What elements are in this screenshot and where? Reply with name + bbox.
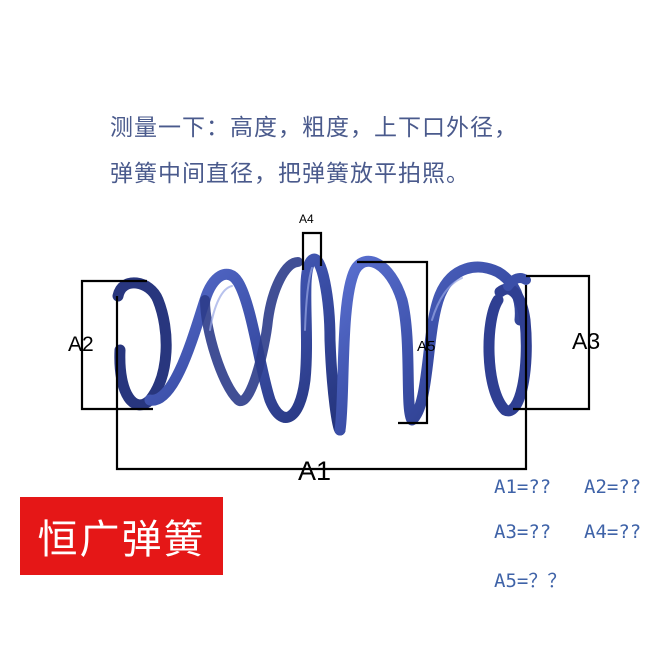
a3-dimension-line (513, 274, 591, 411)
coil-spring (112, 253, 532, 436)
a1-label: A1 (298, 456, 332, 486)
answer-a4: A4=?? (584, 521, 642, 543)
answer-a2: A2=?? (584, 476, 642, 498)
a3-label: A3 (572, 328, 601, 354)
answer-a5: A5=？？ (494, 570, 567, 592)
brand-badge: 恒广弹簧 (20, 497, 223, 575)
a1-dimension-line (115, 285, 528, 471)
a4-dimension-line (301, 231, 323, 270)
a2-label: A2 (68, 333, 94, 356)
a4-label: A4 (299, 212, 314, 226)
answer-a1: A1=?? (494, 476, 552, 498)
a2-dimension-line (80, 279, 153, 411)
answer-a3: A3=?? (494, 521, 552, 543)
dimension-lines (80, 231, 591, 471)
a5-label: A5 (417, 338, 436, 355)
a5-dimension-line (357, 260, 429, 425)
instruction-line-2: 弹簧中间直径，把弹簧放平拍照。 (110, 161, 470, 187)
instruction-line-1: 测量一下：高度，粗度，上下口外径， (110, 115, 518, 141)
